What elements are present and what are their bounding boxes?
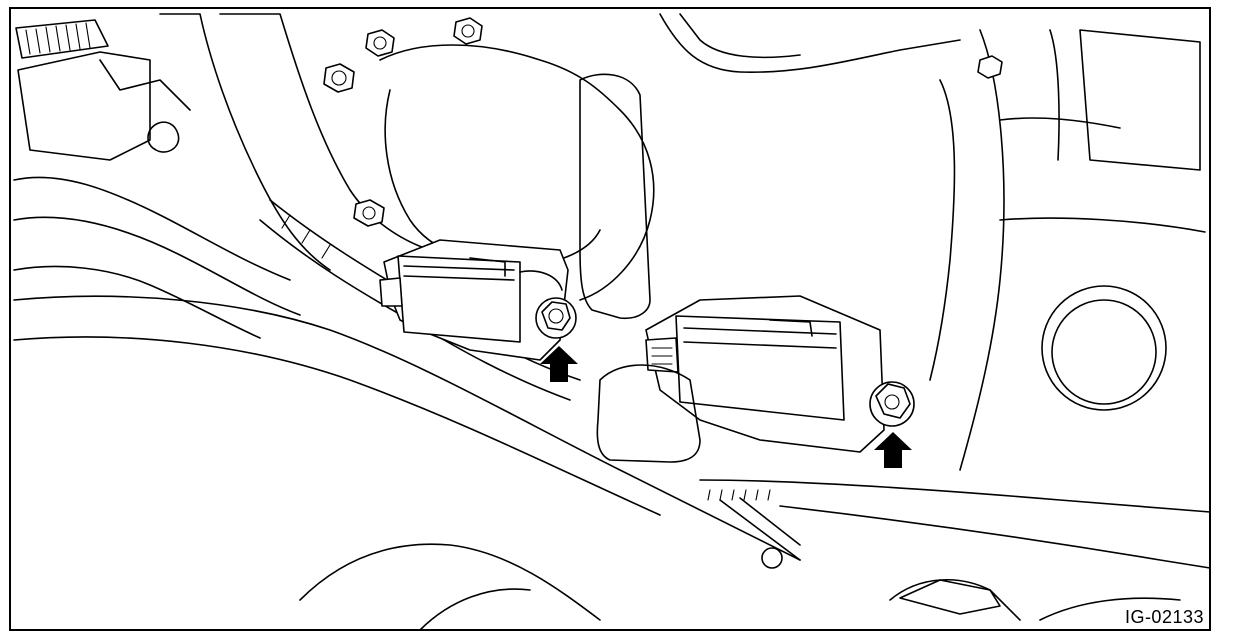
bolt <box>365 29 395 57</box>
up-arrow-icon <box>540 346 578 382</box>
drain-plug <box>1041 285 1167 411</box>
left-knock-sensor <box>379 239 569 361</box>
bolt <box>453 17 483 45</box>
bolt <box>323 63 355 93</box>
bolt <box>977 55 1003 79</box>
right-knock-sensor <box>645 295 885 453</box>
bolt <box>353 199 385 227</box>
left-hose-assembly <box>13 19 301 316</box>
flange-bolts <box>323 17 1003 227</box>
lower-pan <box>596 364 1211 621</box>
lower-left-panel <box>13 265 801 631</box>
right-sensor-bolt <box>869 381 915 427</box>
left-sensor-bolt <box>535 297 577 339</box>
figure-border <box>9 7 1211 631</box>
figure-id-label: IG-02133 <box>1124 607 1204 627</box>
up-arrow-icon <box>874 432 912 468</box>
